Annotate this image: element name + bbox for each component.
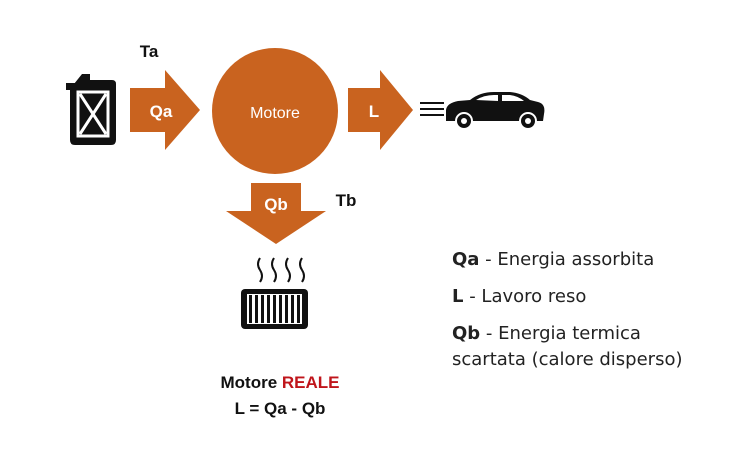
legend-text: - Energia assorbita [479,249,655,270]
legend-text: - Energia termica [480,323,641,344]
summary-block: Motore REALE L = Qa - Qb [200,370,360,422]
legend-item-l: L - Lavoro reso [452,284,682,310]
engine-circle [212,48,338,174]
legend: Qa - Energia assorbita L - Lavoro reso Q… [452,247,682,373]
fuel-can-icon [66,74,116,145]
summary-formula: L = Qa - Qb [234,399,326,418]
legend-text: - Lavoro reso [463,286,587,307]
summary-title-prefix: Motore [220,373,282,392]
engine-label: Motore [250,105,300,122]
legend-item-qb-line2: scartata (calore disperso) [452,349,683,370]
heat-waves-icon [257,257,305,283]
energy-in-arrow [130,70,200,150]
legend-symbol: Qa [452,249,480,270]
legend-item-qb: Qb - Energia termica [452,321,682,347]
speed-lines-icon [420,102,444,116]
car-icon [446,92,545,130]
temp-hot-label: Ta [140,42,159,61]
legend-symbol: L [452,286,464,307]
summary-title-highlight: REALE [281,373,340,392]
radiator-icon [241,289,308,329]
heat-out-arrow [226,183,326,244]
arrow-down-label: Qb [264,195,288,214]
legend-symbol: Qb [452,323,481,344]
legend-item-qa: Qa - Energia assorbita [452,247,682,273]
work-out-arrow [348,70,413,150]
temp-cold-label: Tb [336,191,357,210]
arrow-out-label: L [369,102,379,121]
arrow-in-label: Qa [150,102,173,121]
summary-title: Motore REALE [200,370,360,396]
